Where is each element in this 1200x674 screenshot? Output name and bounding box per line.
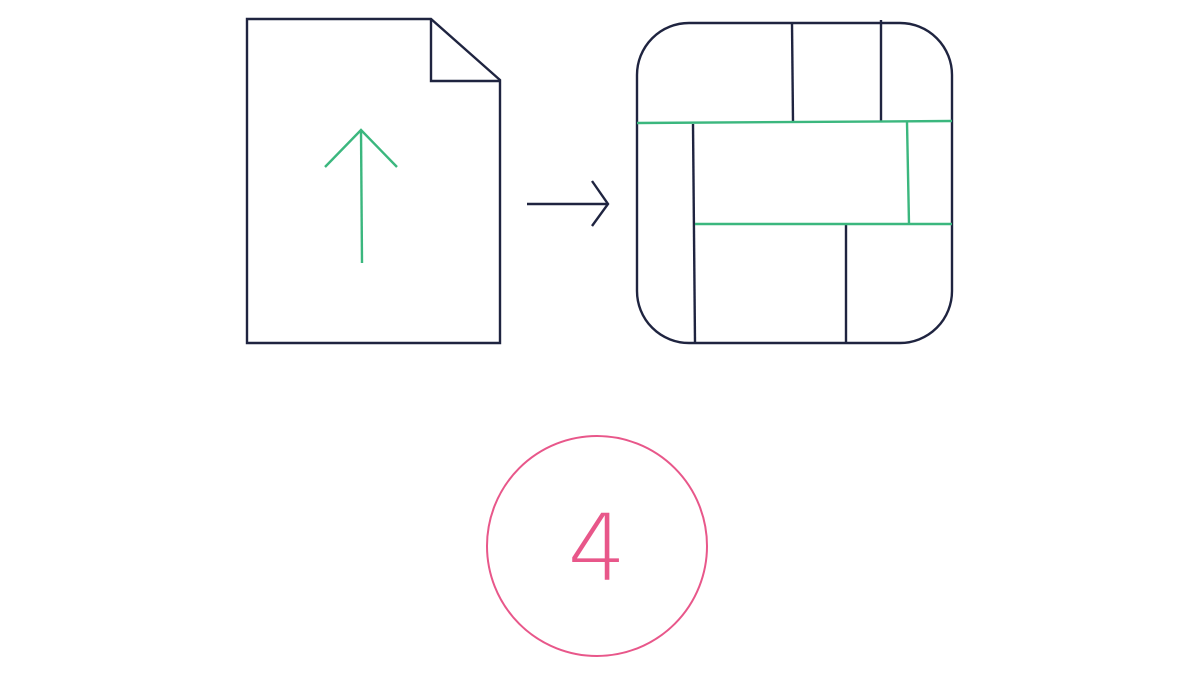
step-badge: 4 [486, 435, 708, 657]
step-number: 4 [568, 495, 627, 602]
layout-frame [635, 21, 954, 345]
upload-file-icon [245, 17, 502, 345]
layout-divider-left [691, 123, 697, 344]
step-badge-circle [486, 435, 708, 657]
upload-arrow-head [324, 128, 398, 168]
layout-highlight-top [636, 119, 953, 125]
right-arrow-head [591, 180, 610, 227]
file-outline [245, 17, 502, 345]
file-corner-fold [429, 19, 500, 83]
upload-arrow-icon [324, 128, 398, 264]
upload-arrow-shaft [359, 129, 364, 264]
layout-divider-top-1 [790, 22, 795, 123]
layout-grid-icon [635, 20, 954, 345]
layout-highlight-right [905, 121, 911, 225]
right-arrow-icon [527, 180, 610, 227]
